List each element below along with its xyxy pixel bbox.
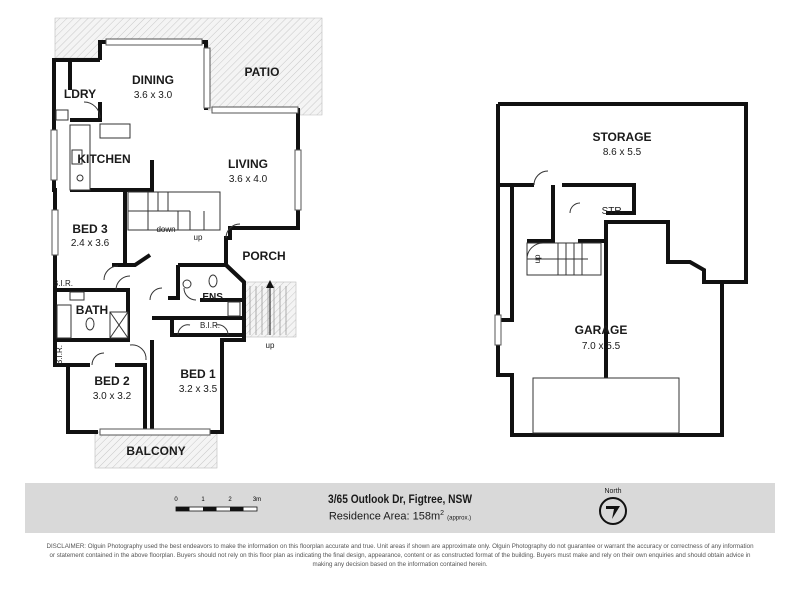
room-name-str: STR. <box>602 206 625 217</box>
shower-cross-2 <box>109 311 129 339</box>
porch-steps <box>249 286 287 335</box>
porch-up-label: up <box>266 341 275 350</box>
room-size-dining: 3.6 x 3.0 <box>134 90 173 101</box>
ensuite-vanity <box>227 301 241 317</box>
room-size-bed2: 3.0 x 3.2 <box>93 391 132 402</box>
room-name-ldry: LDRY <box>64 87 96 101</box>
room-labels: LDRY DINING 3.6 x 3.0 PATIO KITCHEN LIVI… <box>53 65 652 458</box>
room-size-storage: 8.6 x 5.5 <box>603 147 642 158</box>
north-label: North <box>604 488 622 495</box>
room-size-bed1: 3.2 x 3.5 <box>179 384 218 395</box>
laundry-tub <box>55 109 69 121</box>
disclaimer-text: DISCLAIMER: Olguin Photography used the … <box>46 543 754 569</box>
room-name-patio: PATIO <box>245 65 280 79</box>
bed2-top-wall <box>68 363 147 432</box>
internal-stairs <box>127 191 221 231</box>
stair-wall <box>125 253 152 267</box>
room-name-bed2: BED 2 <box>94 374 130 388</box>
room-name-balcony: BALCONY <box>126 444 185 458</box>
scale-label-0: 0 <box>174 497 178 503</box>
patio-sliding-door <box>203 47 211 109</box>
dining-window <box>105 38 203 46</box>
garage-left-wall <box>496 185 724 437</box>
scale-label-3m: 3m <box>253 497 261 503</box>
upper-floor-plan <box>494 102 748 437</box>
storage-divider <box>498 183 636 215</box>
bed1-wall <box>150 316 244 432</box>
room-size-living: 3.6 x 4.0 <box>229 174 268 185</box>
bed3-window <box>51 209 59 256</box>
bir-label-bed1: B.I.R. <box>200 321 220 330</box>
stair-up-label: up <box>194 233 203 242</box>
room-name-living: LIVING <box>228 157 268 171</box>
bir-label-bed2: B.I.R. <box>55 345 64 365</box>
porch-window <box>294 149 302 211</box>
room-size-garage: 7.0 x 5.5 <box>582 341 621 352</box>
storage-door-swing <box>533 170 549 186</box>
lower-floor-plan <box>50 17 323 469</box>
garage-stairs <box>526 242 602 276</box>
cooktop-burner <box>76 174 84 182</box>
garage-window <box>494 314 502 346</box>
north-indicator: North <box>597 488 629 530</box>
room-name-dining: DINING <box>132 73 174 87</box>
room-name-kitchen: KITCHEN <box>77 152 130 166</box>
toilet <box>85 317 95 331</box>
scale-bar: 0 1 2 3m <box>174 497 261 512</box>
bed3-right-wall <box>112 190 127 267</box>
residence-area: Residence Area: 158m2 (approx.) <box>25 510 775 523</box>
door-swings <box>83 101 241 366</box>
garage-stair-up-label: up <box>533 254 542 263</box>
property-address: 3/65 Outlook Dr, Figtree, NSW <box>328 492 472 506</box>
ensuite-basin <box>182 279 192 289</box>
living-sliding-door <box>211 106 299 114</box>
balcony-sliding-door <box>99 428 211 436</box>
laundry-wall <box>68 60 102 122</box>
scale-bar-segment <box>176 507 190 511</box>
porch-up-arrowhead <box>266 280 274 288</box>
scale-bar-segment <box>230 507 244 511</box>
info-band: 3/65 Outlook Dr, Figtree, NSW Residence … <box>25 483 775 533</box>
str-door-swing <box>569 202 581 214</box>
garage-door <box>532 377 680 434</box>
stair-enclosure <box>527 185 604 243</box>
kitchen-window <box>50 129 58 181</box>
room-name-bath: BATH <box>76 303 108 317</box>
ensuite-wall <box>168 263 246 302</box>
area-prefix: Residence Area: 158m <box>328 510 441 523</box>
north-arrow-icon <box>599 497 627 525</box>
bath-vanity <box>69 291 85 301</box>
room-name-bed1: BED 1 <box>180 367 216 381</box>
area-approx: (approx.) <box>447 515 472 522</box>
scale-label-2: 2 <box>228 497 232 503</box>
kitchen-counter-wall <box>70 160 154 192</box>
bir-label-bath: B.I.R. <box>53 279 73 288</box>
bathtub <box>56 304 72 339</box>
room-name-storage: STORAGE <box>592 130 651 144</box>
kitchen-island <box>99 123 131 139</box>
room-name-garage: GARAGE <box>575 323 628 337</box>
room-size-bed3: 2.4 x 3.6 <box>71 238 110 249</box>
kitchen-sink <box>71 149 83 165</box>
scale-bar-segment <box>203 507 217 511</box>
room-name-porch: PORCH <box>242 249 285 263</box>
ensuite-toilet <box>208 274 218 288</box>
stair-down-label: down <box>156 225 175 234</box>
area-superscript: 2 <box>440 510 445 517</box>
room-name-bed3: BED 3 <box>72 222 108 236</box>
scale-label-1: 1 <box>201 497 205 503</box>
balcony-area <box>94 431 218 469</box>
room-name-ensuite: ENS. <box>202 292 226 303</box>
